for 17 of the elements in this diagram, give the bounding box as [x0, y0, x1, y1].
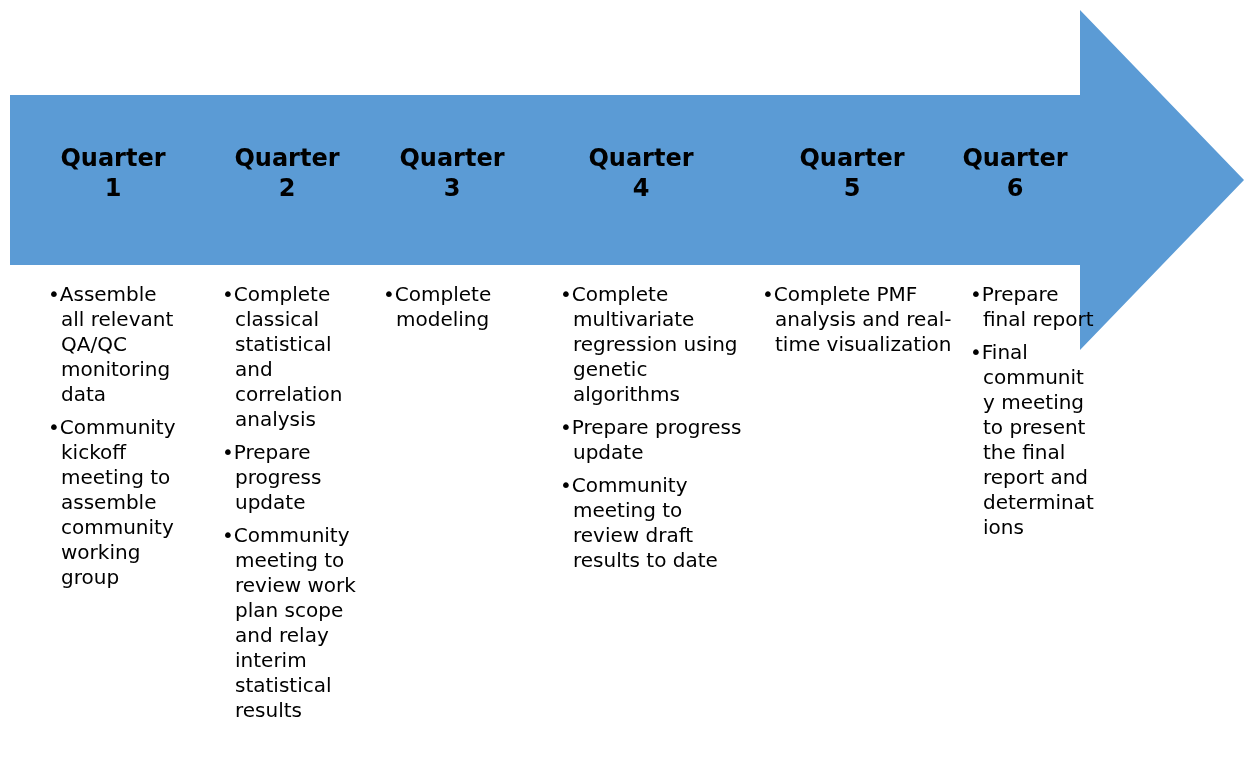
- bullet-item: •Final community meeting to present the final report and determinations: [970, 340, 1095, 540]
- bullet-item: •Prepare progress update: [222, 440, 323, 515]
- bullet-item: •Complete multivariate regression using genetic algorithms: [560, 282, 739, 407]
- bullet-item: •Complete classical statistical and correlation analysis: [222, 282, 344, 432]
- quarter-heading: Quarter 6: [961, 143, 1069, 203]
- quarter-heading: Quarter 2: [233, 143, 341, 203]
- quarter-heading: Quarter 3: [398, 143, 506, 203]
- quarter-heading: Quarter 1: [59, 143, 167, 203]
- bullet-item: •Prepare progress update: [560, 415, 743, 465]
- bullet-item: •Community meeting to review work plan scope and relay interim statistical results: [222, 523, 357, 723]
- bullet-item: •Complete modeling: [383, 282, 493, 332]
- bullet-item: •Community kickoff meeting to assemble community working group: [48, 415, 177, 590]
- quarter-heading: Quarter 4: [587, 143, 695, 203]
- bullet-item: •Community meeting to review draft results to date: [560, 473, 719, 573]
- quarter-heading: Quarter 5: [798, 143, 906, 203]
- bullet-item: •Complete PMF analysis and real-time visualization: [762, 282, 952, 357]
- bullet-item: •Assemble all relevant QA/QC monitoring data: [48, 282, 175, 407]
